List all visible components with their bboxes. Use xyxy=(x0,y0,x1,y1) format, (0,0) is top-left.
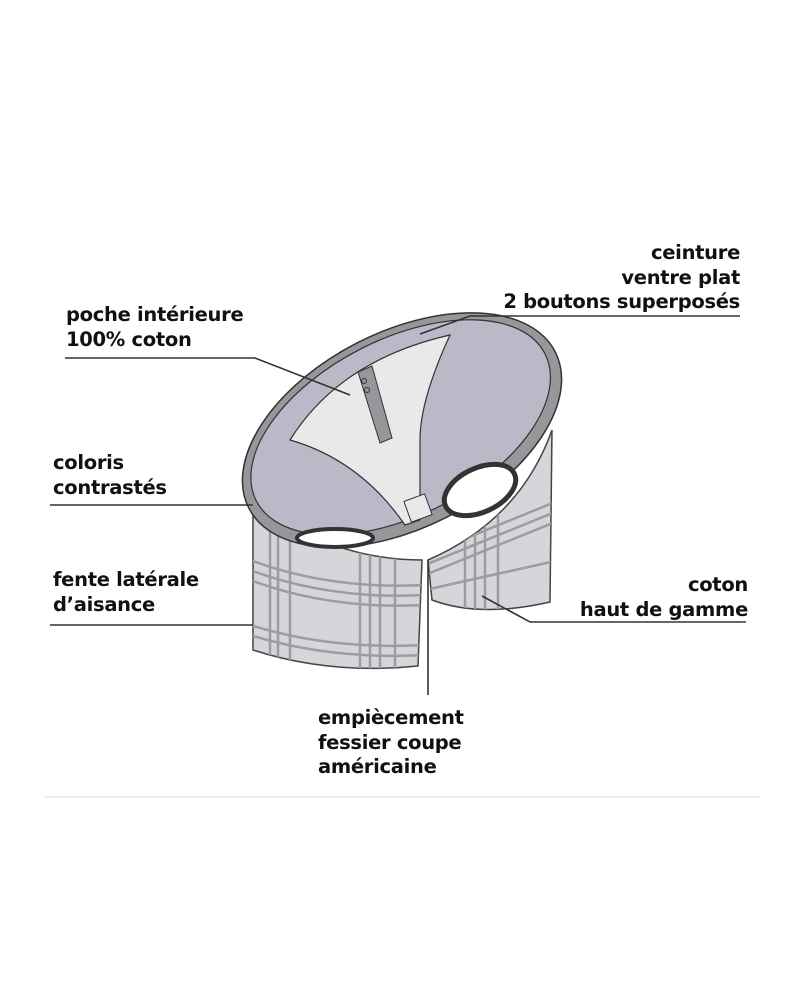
label-poche: poche intérieure 100% coton xyxy=(66,303,244,352)
label-line: ceinture xyxy=(651,241,740,264)
label-line: empiècement xyxy=(318,706,464,729)
label-line: coloris xyxy=(53,451,124,474)
label-line: d’aisance xyxy=(53,592,155,616)
leader-coton xyxy=(481,595,746,623)
label-line: poche intérieure xyxy=(66,303,244,326)
label-line: américaine xyxy=(318,755,437,778)
button-icon xyxy=(364,387,370,393)
button-tab xyxy=(357,365,393,444)
right-leg-opening xyxy=(441,461,519,519)
leader-poche xyxy=(65,357,351,396)
label-line: haut de gamme xyxy=(579,597,748,621)
label-line: fessier coupe xyxy=(318,730,462,754)
leader-ceinture xyxy=(419,315,740,335)
button-icon xyxy=(361,378,367,384)
gusset xyxy=(403,493,433,523)
label-empiecement: empiècement fessier coupe américaine xyxy=(318,706,464,780)
label-coton: coton haut de gamme xyxy=(580,573,748,622)
label-line: fente latérale xyxy=(53,568,199,591)
inner-pocket xyxy=(289,334,452,526)
label-line: coton xyxy=(687,573,748,596)
label-fente: fente latérale d’aisance xyxy=(53,568,199,617)
label-line: contrastés xyxy=(53,475,167,499)
label-line: 100% coton xyxy=(66,327,192,351)
label-coloris: coloris contrastés xyxy=(53,451,167,500)
label-ceinture: ceinture ventre plat 2 boutons superposé… xyxy=(503,241,740,315)
left-leg-opening xyxy=(295,527,375,549)
label-line: ventre plat xyxy=(621,265,740,289)
label-line: 2 boutons superposés xyxy=(503,290,740,313)
